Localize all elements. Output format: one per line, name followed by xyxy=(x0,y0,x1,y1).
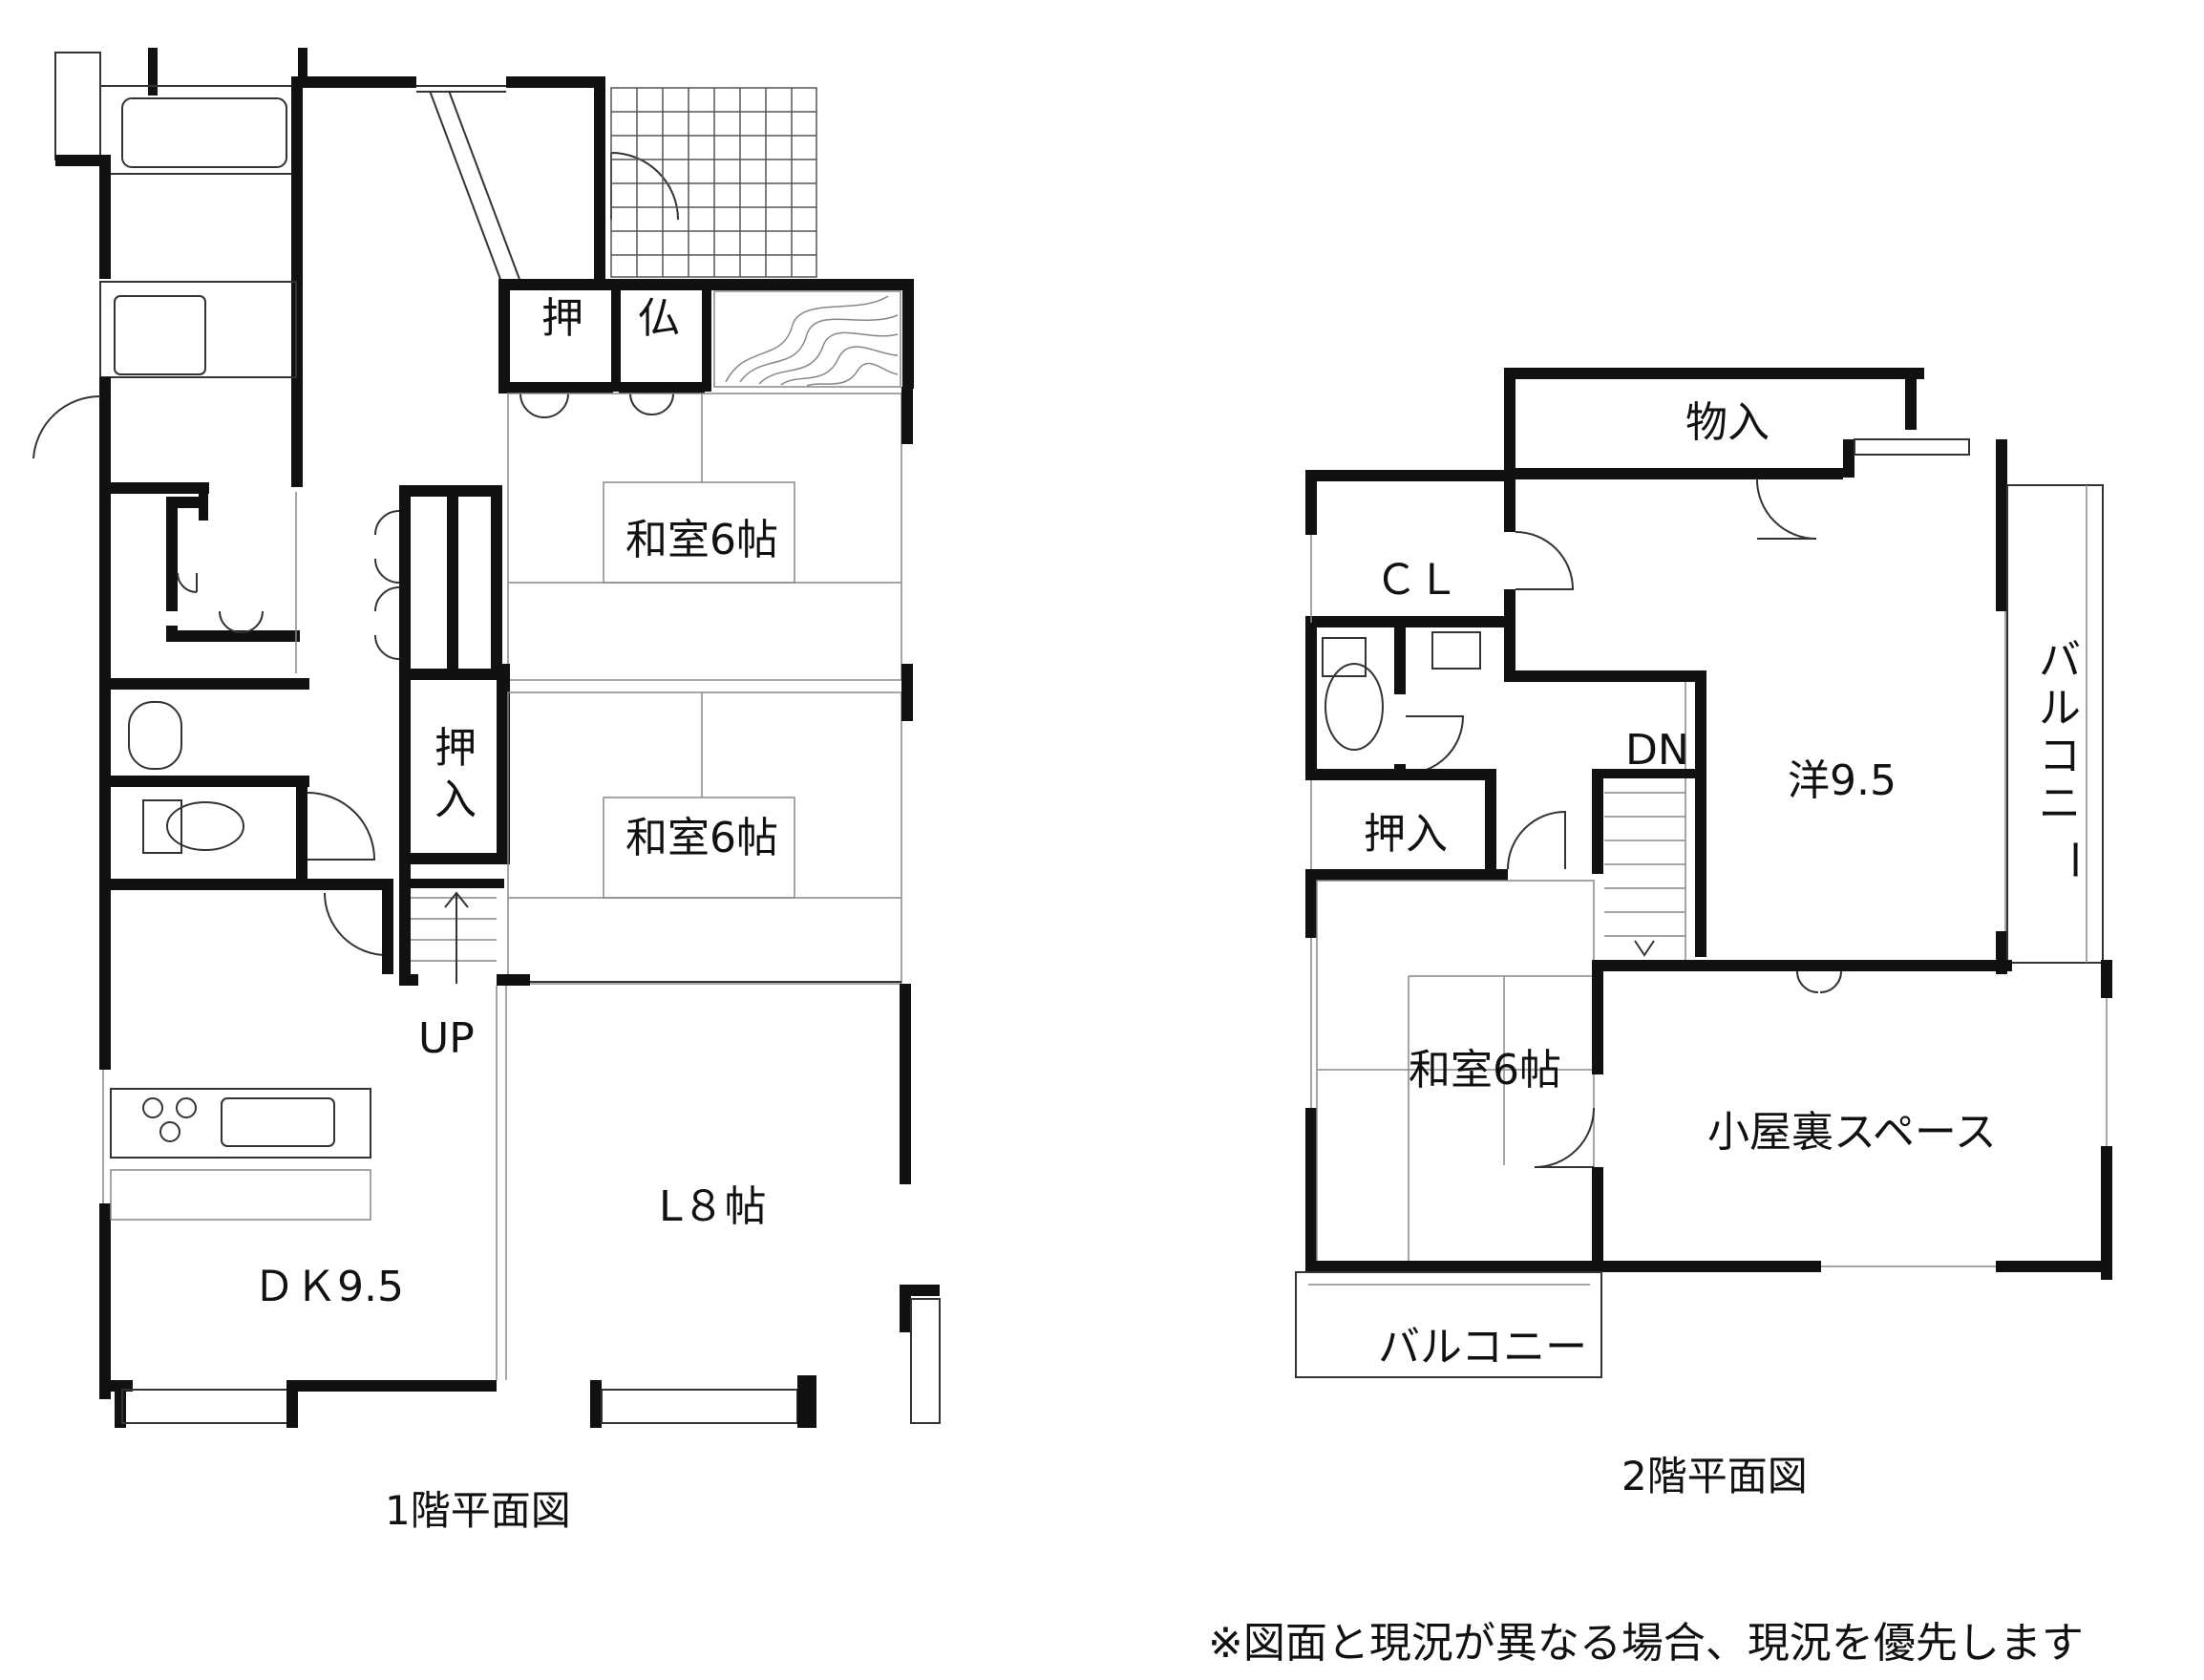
floor-1-stairs xyxy=(399,864,504,986)
floor-1-ldk xyxy=(99,879,941,1428)
dk-label: ＤＫ9.5 xyxy=(253,1263,404,1311)
floor-1-washitsu-upper xyxy=(497,279,914,702)
balcony-side-char-3: コ xyxy=(2039,732,2081,780)
stairs-up-label: UP xyxy=(418,1014,475,1063)
attic-space-label: 小屋裏スペース xyxy=(1707,1108,1997,1157)
balcony-side-char-2: ル xyxy=(2039,684,2081,733)
floor-1-plan: 押 仏 和室6帖 和室6帖 押 入 UP L８帖 ＤＫ9.5 1階平面図 xyxy=(32,48,941,1534)
floor-1-caption: 1階平面図 xyxy=(385,1487,571,1534)
floor-1-entry xyxy=(302,76,679,283)
floor-1-hall-closets xyxy=(374,485,510,867)
floor-1-washitsu-middle xyxy=(497,688,913,986)
disclaimer-note: ※図面と現況が異なる場合、現況を優先します xyxy=(1208,1619,2084,1668)
living-label: L８帖 xyxy=(659,1182,767,1231)
floor-2-plan: 物入 ＣＬ 洋9.5 DN 押入 和室6帖 小屋裏スペース バルコニー バ ル … xyxy=(1295,368,2112,1499)
balcony-side-char-4: ニ xyxy=(2039,779,2081,828)
oshiire-label-1: 押 xyxy=(434,724,477,773)
balcony-bottom-label: バルコニー xyxy=(1378,1323,1587,1372)
washitsu-middle-label: 和室6帖 xyxy=(625,814,778,862)
floor-1-labels: 押 仏 和室6帖 和室6帖 押 入 UP L８帖 ＤＫ9.5 1階平面図 xyxy=(253,294,778,1534)
closet-label: ＣＬ xyxy=(1375,556,1459,605)
oshi-label: 押 xyxy=(541,294,583,343)
floor-1-tiled-porch xyxy=(610,87,817,278)
washitsu-upper-label: 和室6帖 xyxy=(625,516,778,564)
western-room-label: 洋9.5 xyxy=(1788,756,1897,805)
balcony-side-char-1: バ xyxy=(2039,636,2081,685)
floor-2-caption: 2階平面図 xyxy=(1621,1453,1808,1499)
oshiire-label-2: 入 xyxy=(434,776,477,824)
storage-label: 物入 xyxy=(1685,398,1770,447)
washitsu-label: 和室6帖 xyxy=(1409,1046,1561,1095)
floor-1-bath-area xyxy=(32,48,307,487)
oshiire-label: 押入 xyxy=(1364,810,1448,859)
floor-2-labels: 物入 ＣＬ 洋9.5 DN 押入 和室6帖 小屋裏スペース バルコニー バ ル … xyxy=(1364,398,2098,1499)
stairs-down-label: DN xyxy=(1625,726,1689,775)
floor-1-sanitary xyxy=(99,482,393,974)
balcony-side-char-5: ー xyxy=(2049,839,2098,881)
butsudan-label: 仏 xyxy=(638,294,680,343)
